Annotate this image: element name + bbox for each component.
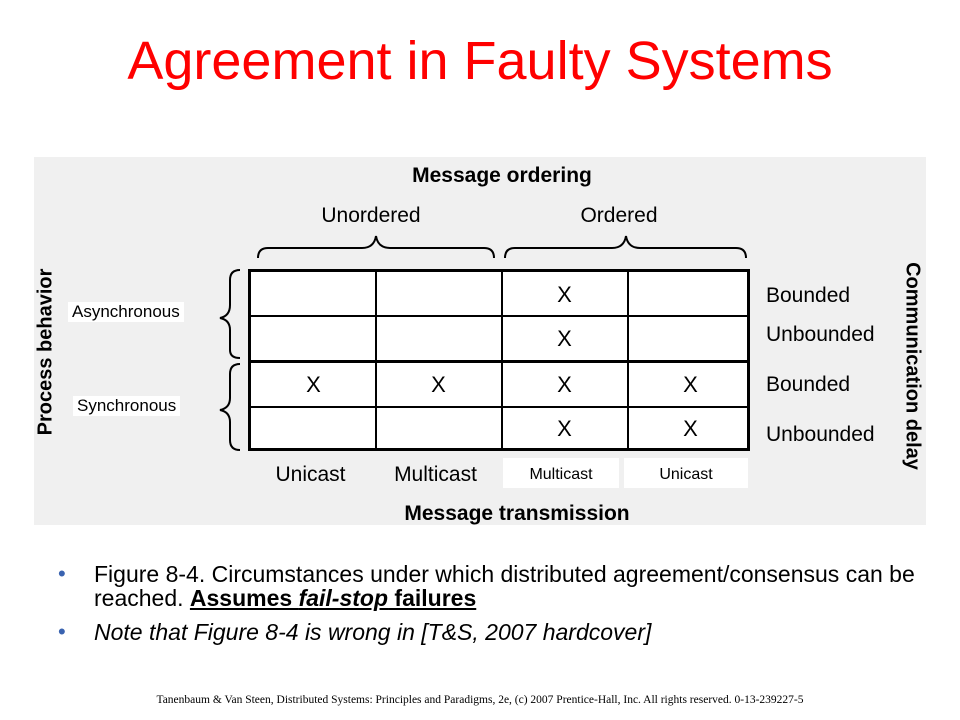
brace-synchronous [219,363,241,451]
grid-cell [251,272,376,317]
bullet-text: Figure 8-4. Circumstances under which di… [94,561,915,611]
grid-cell: X [557,326,572,351]
bullet-list: • Figure 8-4. Circumstances under which … [58,562,938,654]
bullet-text: Note that Figure 8-4 is wrong in [T&S, 2… [94,619,652,645]
failures-word: failures [388,585,477,611]
grid-cell [376,272,501,317]
bullet-item-figure: • Figure 8-4. Circumstances under which … [58,561,938,611]
brace-unordered [257,235,495,259]
assumes-failstop-text: Assumes fail-stop failures [190,585,476,611]
transmission-label-box [624,458,748,488]
bullet-glyph: • [58,561,66,586]
grid-cell: X [431,372,446,397]
bullet-item-note: • Note that Figure 8-4 is wrong in [T&S,… [58,619,938,645]
grid-cell: X [306,372,321,397]
transmission-label-box [503,458,619,488]
delay-label: Unbounded [766,423,875,446]
transmission-label: Multicast [394,463,477,486]
grid-cell: X [683,372,698,397]
message-transmission-heading: Message transmission [404,502,630,525]
transmission-label: Unicast [275,463,346,486]
communication-delay-axis-label: Communication delay [901,262,924,470]
grid-cell [628,316,753,361]
message-ordering-heading: Message ordering [412,164,592,187]
unordered-label: Unordered [321,204,421,227]
copyright-footer: Tanenbaum & Van Steen, Distributed Syste… [156,694,804,706]
grid-divider [251,406,747,408]
transmission-label: Multicast [529,466,593,483]
delay-label: Bounded [766,373,851,396]
brace-asynchronous [219,269,241,359]
slide-title: Agreement in Faulty Systems [127,31,833,91]
ordered-label: Ordered [580,204,658,227]
process-behavior-axis-label: Process behavior [34,268,57,436]
grid-cell: X [683,416,698,441]
grid-divider [251,315,747,317]
grid-cell [628,272,753,317]
grid-cell: X [557,416,572,441]
grid-cell: X [557,282,572,307]
consensus-grid: X X X X X X X X [248,269,750,451]
transmission-label: Unicast [659,466,713,483]
grid-cell [376,406,501,451]
grid-cell: X [557,372,572,397]
grid-cell [251,406,376,451]
delay-label: Bounded [766,284,851,307]
synchronous-label: Synchronous [73,396,181,416]
failstop-word: fail-stop [298,585,389,611]
bullet-glyph: • [58,619,66,644]
grid-cell [251,316,376,361]
assumes-word: Assumes [189,585,299,611]
delay-label: Unbounded [766,323,875,346]
grid-cell [376,316,501,361]
brace-ordered [504,235,747,259]
asynchronous-label: Asynchronous [68,302,184,322]
grid-divider [251,360,747,363]
